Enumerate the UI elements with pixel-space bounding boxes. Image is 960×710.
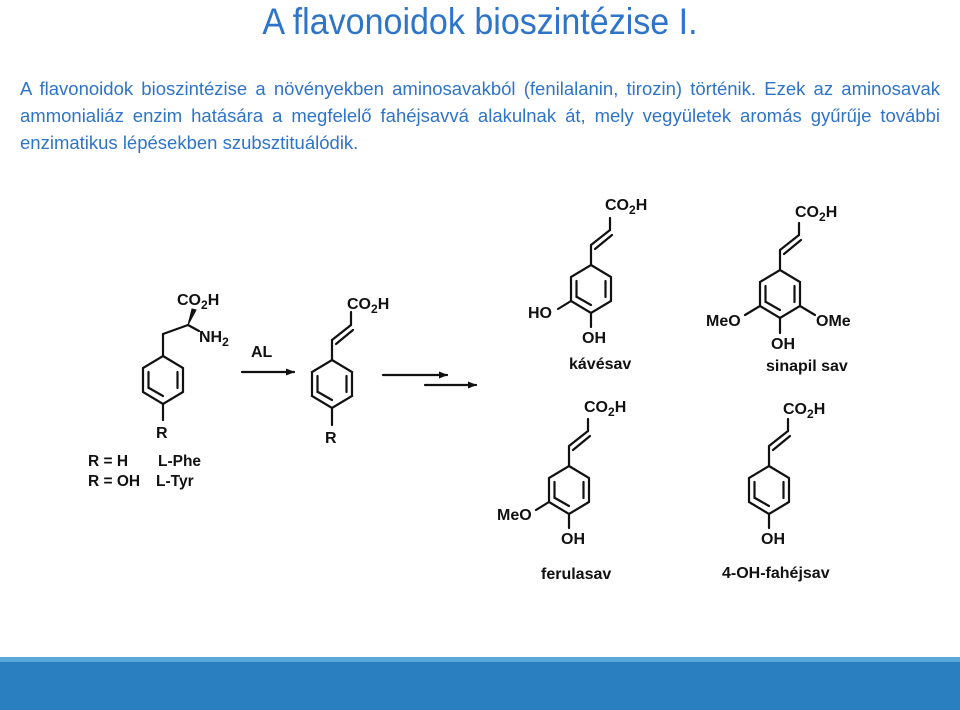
caffeic-name: kávésav (569, 356, 631, 373)
cinnamic-acid-structure (310, 310, 355, 427)
wedge-bond (187, 308, 197, 326)
slide-title: A flavonoidok bioszintézise I. (262, 1, 698, 42)
coumaric-name: 4-OH-fahéjsav (722, 565, 830, 582)
ferulic-name: ferulasav (541, 566, 611, 583)
caffeic-acid-structure (556, 216, 614, 329)
legend-r-oh: R = OH (88, 473, 140, 490)
ferulic-acid-structure (534, 417, 592, 530)
sinapic-ome-label: OMe (816, 313, 851, 330)
aminoacid-nh2-label: NH2 (199, 329, 229, 349)
ferulic-oh-label: OH (561, 531, 585, 548)
aminoacid-r-label: R (156, 425, 168, 442)
footer-bar (0, 662, 960, 710)
coumaric-co2h-label: CO2H (783, 401, 825, 421)
coumaric-acid-structure (747, 417, 792, 530)
cinnamic-co2h-label: CO2H (347, 296, 389, 316)
caffeic-ho-label: HO (528, 305, 552, 322)
ferulic-co2h-label: CO2H (584, 399, 626, 419)
legend-l-phe: L-Phe (158, 453, 201, 470)
aminoacid-structure (141, 323, 190, 422)
sinapic-meo-label: MeO (706, 313, 741, 330)
sinapic-name: sinapil sav (766, 358, 848, 375)
legend-r-h: R = H (88, 453, 128, 470)
ferulic-meo-label: MeO (497, 507, 532, 524)
caffeic-oh-label: OH (582, 330, 606, 347)
enzyme-al-label: AL (251, 344, 273, 361)
cinnamic-r-label: R (325, 430, 337, 447)
aminoacid-co2h-label: CO2H (177, 292, 219, 312)
legend-l-tyr: L-Tyr (156, 473, 194, 490)
sinapic-co2h-label: CO2H (795, 204, 837, 224)
sinapic-oh-label: OH (771, 336, 795, 353)
sinapic-acid-structure (743, 221, 817, 335)
coumaric-oh-label: OH (761, 531, 785, 548)
intro-paragraph: A flavonoidok bioszintézise a növényekbe… (20, 78, 940, 153)
caffeic-co2h-label: CO2H (605, 197, 647, 217)
nh2-bond (186, 323, 201, 333)
footer-accent-line (0, 657, 960, 662)
